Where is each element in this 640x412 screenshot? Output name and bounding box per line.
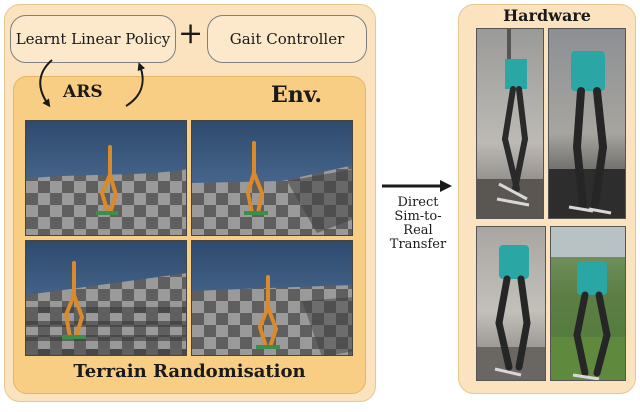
transfer-label: Direct Sim-to-Real Transfer [382,196,454,252]
transfer-line-2: Sim-to-Real [394,209,442,238]
ars-label: ARS [63,82,103,102]
policy-label: Learnt Linear Policy [15,30,171,48]
gait-controller-label: Gait Controller [229,30,345,48]
sim-image-rough [191,240,353,356]
plus-sign: + [178,16,204,51]
gait-controller-box: Gait Controller [207,15,367,63]
hardware-photo-3 [476,226,546,381]
hardware-photo-2 [548,28,626,219]
env-label: Env. [271,82,322,108]
sim-image-stairs [25,240,187,356]
terrain-randomisation-label: Terrain Randomisation [73,361,306,382]
hardware-photo-1 [476,28,544,219]
transfer-line-1: Direct [397,195,439,210]
hardware-photo-4 [550,226,626,381]
sim-image-flat [25,120,187,236]
transfer-line-3: Transfer [389,237,447,252]
sim-image-slope [191,120,353,236]
policy-box: Learnt Linear Policy [10,15,176,63]
hardware-title: Hardware [503,6,591,25]
